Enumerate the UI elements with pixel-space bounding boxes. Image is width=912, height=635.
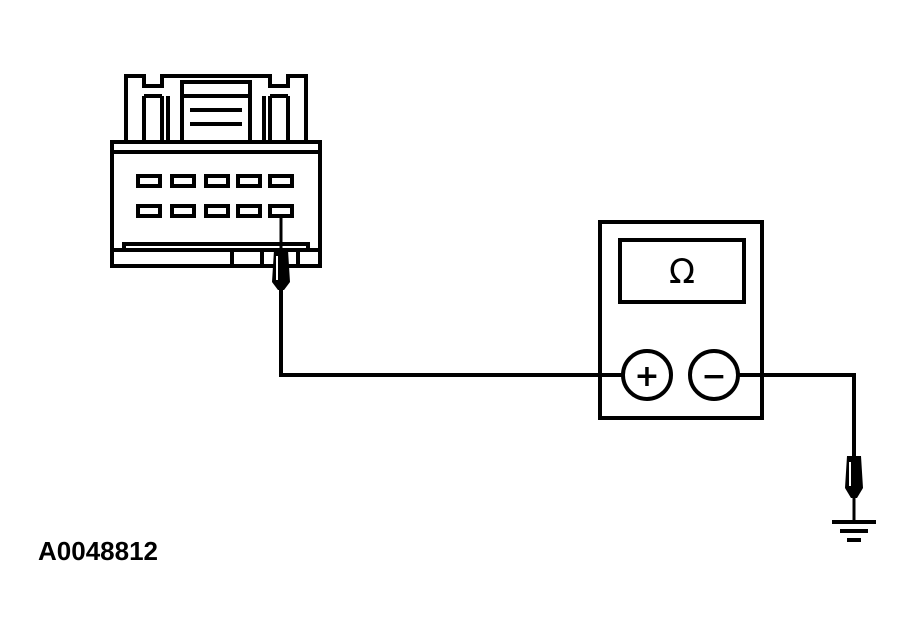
meter-display-symbol: Ω bbox=[669, 252, 695, 292]
connector-cavity-row-1 bbox=[136, 174, 294, 188]
ground-probe-icon bbox=[845, 456, 863, 522]
lead-wire-positive bbox=[279, 288, 600, 377]
tested-cavity bbox=[268, 204, 294, 218]
meter-display bbox=[618, 238, 746, 304]
harness-connector-icon bbox=[110, 74, 322, 268]
negative-terminal: − bbox=[688, 349, 740, 401]
ohmmeter-icon: Ω + − bbox=[598, 220, 764, 420]
lead-wire-negative bbox=[762, 373, 856, 460]
connector-body bbox=[110, 140, 322, 268]
test-probe-icon bbox=[272, 216, 290, 290]
negative-terminal-symbol: − bbox=[701, 359, 726, 394]
connector-latch bbox=[124, 74, 308, 144]
positive-terminal-symbol: + bbox=[634, 359, 659, 394]
positive-terminal: + bbox=[621, 349, 673, 401]
connector-cavity-row-2 bbox=[136, 204, 294, 218]
figure-reference-code: A0048812 bbox=[38, 536, 158, 566]
ground-symbol-icon bbox=[832, 520, 876, 542]
